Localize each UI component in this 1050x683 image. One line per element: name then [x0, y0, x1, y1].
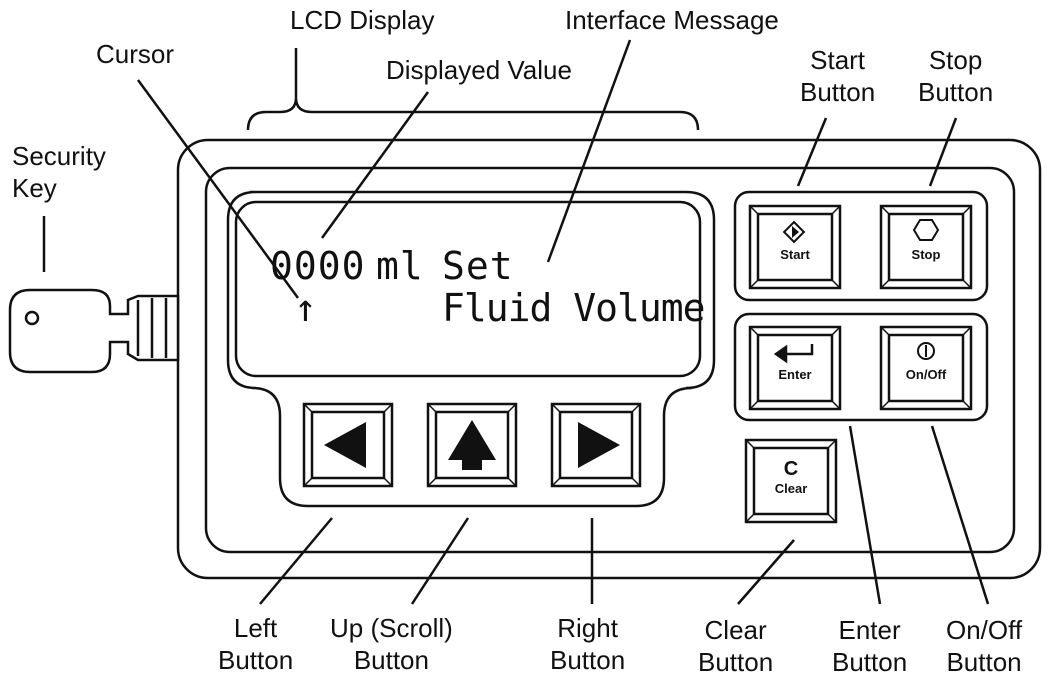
clear-leader — [737, 539, 795, 605]
interface-message-line2: Fluid Volume — [442, 286, 706, 330]
displayed-unit: ml — [376, 244, 424, 288]
device-inner-bezel — [204, 166, 1016, 554]
onoff-leader — [930, 425, 990, 605]
enter-button[interactable]: Enter — [778, 367, 812, 382]
start-stop-group — [733, 190, 989, 302]
cursor-glyph: ↑ — [294, 286, 318, 330]
up-leader — [410, 517, 470, 605]
left-leader — [259, 517, 333, 605]
lcd-keypad-panel — [226, 190, 716, 508]
displayed-value-label: Displayed Value — [386, 55, 572, 85]
start-button[interactable]: Start — [780, 247, 810, 262]
power-icon — [917, 342, 935, 360]
displayed-value: 0000 — [270, 244, 366, 288]
clear-button[interactable]: Clear — [774, 481, 808, 496]
stop-button[interactable]: Stop — [911, 247, 941, 262]
interface-message-label: Interface Message — [565, 5, 779, 35]
enter-leader — [848, 425, 882, 605]
enter-arrow-icon — [773, 344, 814, 364]
stop-leader — [928, 117, 958, 187]
cursor-leader — [136, 79, 300, 299]
displayed-value-leader — [320, 91, 430, 239]
clear-button-letter[interactable]: C — [783, 458, 799, 480]
up-button-label: Up (Scroll)Button — [330, 613, 453, 675]
lcd-display-brace — [246, 97, 700, 131]
lcd-screen — [234, 200, 702, 378]
enter-onoff-group — [733, 312, 989, 422]
cursor-label: Cursor — [96, 39, 175, 69]
start-leader — [796, 117, 828, 187]
start-icon — [782, 220, 806, 244]
key-icon — [8, 288, 180, 374]
lcd-display-label: LCD Display — [290, 5, 435, 35]
stop-hexagon-icon — [912, 219, 940, 241]
left-arrow-icon — [324, 422, 366, 468]
interface-message-line1: Set — [442, 244, 514, 288]
right-arrow-icon — [578, 422, 620, 468]
onoff-button[interactable]: On/Off — [905, 367, 947, 382]
interface-message-leader — [546, 39, 632, 263]
up-arrow-icon — [448, 420, 496, 470]
